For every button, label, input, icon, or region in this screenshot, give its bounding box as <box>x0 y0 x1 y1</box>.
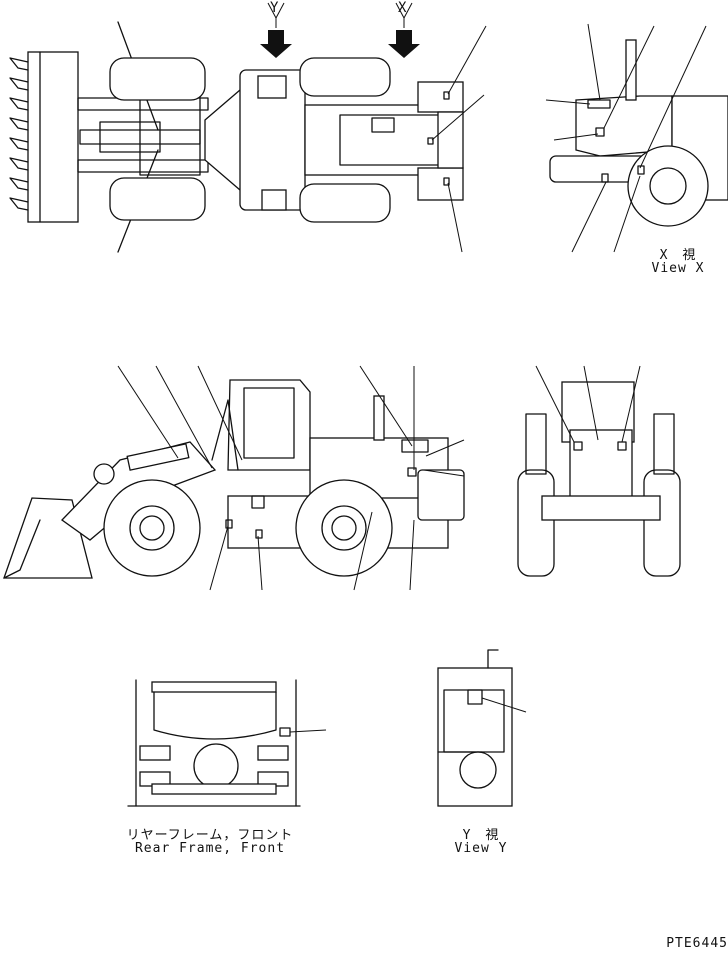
view-x-caption-en: View X <box>651 261 705 276</box>
view-x-caption-jp: X 視 <box>659 248 697 263</box>
linkage-top <box>77 21 209 253</box>
front-view <box>517 365 681 577</box>
view-y-caption-jp: Y 視 <box>462 828 500 843</box>
rear-frame-caption-en: Rear Frame, Front <box>134 841 286 856</box>
view-x-drawing <box>545 23 728 253</box>
view-y-drawing <box>437 649 527 807</box>
top-view <box>9 2 487 253</box>
view-y-caption-en: View Y <box>454 841 508 856</box>
arrow-x-label: X <box>398 0 407 16</box>
side-view <box>3 365 465 591</box>
rear-frame-caption-jp: リヤーフレーム，フロント <box>126 828 294 843</box>
drawing-number: PTE6445 <box>666 936 728 951</box>
arrow-y-label: Y <box>270 0 279 16</box>
bucket-top <box>9 51 79 223</box>
rear-frame-drawing <box>127 679 327 807</box>
